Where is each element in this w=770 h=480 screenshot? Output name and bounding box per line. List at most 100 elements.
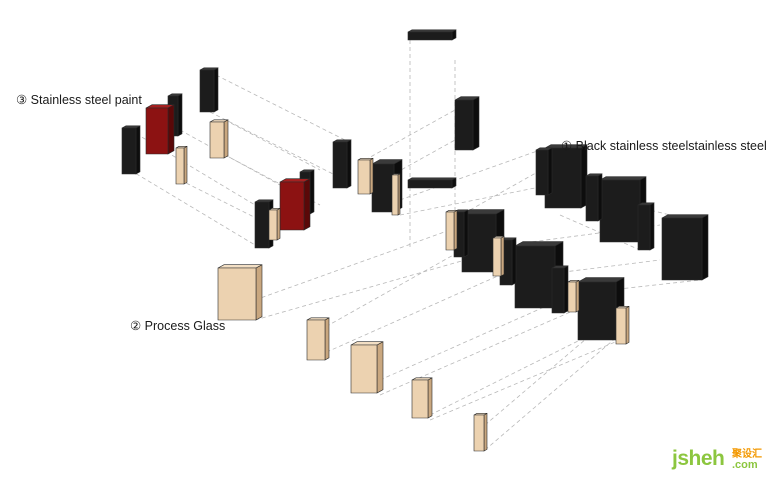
glass-strip-row1-front (445, 211, 455, 251)
steel-rail-bottom-top (407, 177, 457, 181)
glass-pane-large-front (217, 267, 257, 321)
steel-frame-row3-side (563, 265, 569, 314)
guide-line-26 (484, 329, 626, 451)
glass-pane-medium (350, 341, 384, 394)
glass-pane-small-1-side (324, 317, 330, 361)
steel-panel-mid-lower-front (254, 201, 270, 249)
guide-line-12 (399, 149, 541, 201)
process-glass-label: ② Process Glass (130, 319, 226, 333)
steel-panel-left (121, 125, 141, 175)
guide-line-0 (209, 71, 346, 141)
steel-panel-left-side (135, 125, 141, 175)
glass-pane-small-2-side (427, 377, 433, 419)
glass-pane-small-1-front (306, 319, 326, 361)
steel-panel-top-center-front (454, 99, 474, 151)
glass-strip-left-side (183, 145, 188, 185)
steel-rail-bottom-front (407, 179, 453, 189)
paint-panel-left (145, 104, 175, 155)
glass-strip-bottom (473, 412, 488, 452)
steel-frame-far-right (637, 202, 655, 251)
steel-rail-top-front (407, 31, 453, 41)
jsheh-watermark-logo: jsheh 聚设汇 .com (672, 447, 762, 471)
glass-strip-bottom-front (473, 414, 485, 452)
steel-frame-right (585, 173, 603, 222)
watermark-cn-text: 聚设汇 (732, 449, 762, 460)
glass-strip-row3-front (615, 307, 627, 345)
steel-rail-top-top (407, 29, 457, 33)
steel-assembly-upper-right-2-top (599, 176, 647, 181)
watermark-com-text: .com (732, 459, 758, 471)
steel-assembly-far-right (661, 214, 709, 281)
glass-pane-medium-side (376, 341, 384, 394)
paint-panel-mid-top (279, 178, 311, 183)
steel-panel-top-center-side (472, 96, 480, 151)
guide-line-20 (319, 274, 501, 356)
glass-strip-row3b-side (575, 279, 580, 313)
glass-pane-small-2-front (411, 379, 429, 419)
steel-panel-top-left-front (199, 69, 215, 113)
guide-line-23 (379, 309, 576, 396)
steel-assembly-far-right-top (661, 214, 709, 219)
paint-panel-mid-side (303, 178, 311, 231)
glass-pane-large-top (217, 264, 263, 269)
paint-panel-left-side (167, 104, 175, 155)
glass-strip-left (175, 145, 188, 185)
glass-pane-medium-top (350, 341, 384, 346)
glass-strip-row3 (615, 305, 630, 345)
paint-panel-mid-front (279, 181, 305, 231)
guide-line-5 (129, 169, 256, 246)
steel-frame-right-side (597, 173, 603, 222)
steel-assembly-row2-front (514, 245, 556, 309)
glass-strip-row3-side (625, 305, 630, 345)
guide-line-19 (254, 259, 466, 321)
steel-panel-left-front (121, 127, 137, 175)
glass-pane-small-2-top (411, 377, 433, 381)
glass-strip-assembly (391, 173, 401, 216)
steel-assembly-center-front (371, 163, 395, 213)
glass-strip-assembly-front (391, 174, 399, 216)
guide-line-16 (499, 259, 661, 281)
glass-strip-row1-side (453, 209, 458, 251)
steel-assembly-far-right-front (661, 217, 703, 281)
stainless-steel-paint-label: ③ Stainless steel paint (16, 93, 142, 107)
steel-panel-mid-upper-front (332, 141, 348, 189)
guide-line-22 (379, 299, 561, 381)
guide-line-18 (254, 229, 451, 301)
watermark-main-text: jsheh (672, 447, 725, 470)
glass-strip-row2 (492, 235, 505, 277)
glass-strip-mid-side (276, 207, 281, 241)
glass-pane-upper-left-front (209, 121, 225, 159)
guide-line-6 (224, 119, 321, 171)
glass-strip-center (357, 157, 374, 195)
glass-pane-small-1 (306, 317, 330, 361)
steel-frame-mid-side (309, 169, 315, 215)
glass-pane-upper-left (209, 119, 229, 159)
guide-line-1 (209, 111, 346, 181)
glass-strip-left-front (175, 147, 185, 185)
steel-rail-bottom (407, 177, 457, 189)
assembly-parts (121, 29, 709, 452)
glass-strip-mid-front (268, 209, 278, 241)
paint-panel-mid (279, 178, 311, 231)
steel-panel-mid-upper (332, 139, 352, 189)
glass-strip-center-front (357, 159, 371, 195)
steel-assembly-row2-top (514, 241, 564, 247)
steel-panel-top-left-side (213, 67, 219, 113)
guide-line-24 (429, 329, 601, 416)
steel-frame-upper-right-front (535, 149, 549, 196)
glass-strip-center-side (369, 157, 374, 195)
steel-frame-far-right-side (649, 202, 655, 251)
steel-frame-row3 (551, 265, 569, 314)
black-stainless-steel-label: ① Black stainless steelstainless steel (561, 139, 767, 153)
steel-frame-left-side (177, 93, 183, 137)
glass-strip-mid (268, 207, 281, 241)
steel-frame-row1-side (463, 209, 469, 258)
steel-panel-top-center (454, 96, 480, 151)
steel-frame-row3-front (551, 267, 565, 314)
steel-frame-far-right-front (637, 204, 651, 251)
glass-pane-small-1-top (306, 317, 330, 321)
steel-panel-top-left (199, 67, 219, 113)
glass-strip-row3b-front (567, 281, 577, 313)
glass-strip-row1 (445, 209, 458, 251)
